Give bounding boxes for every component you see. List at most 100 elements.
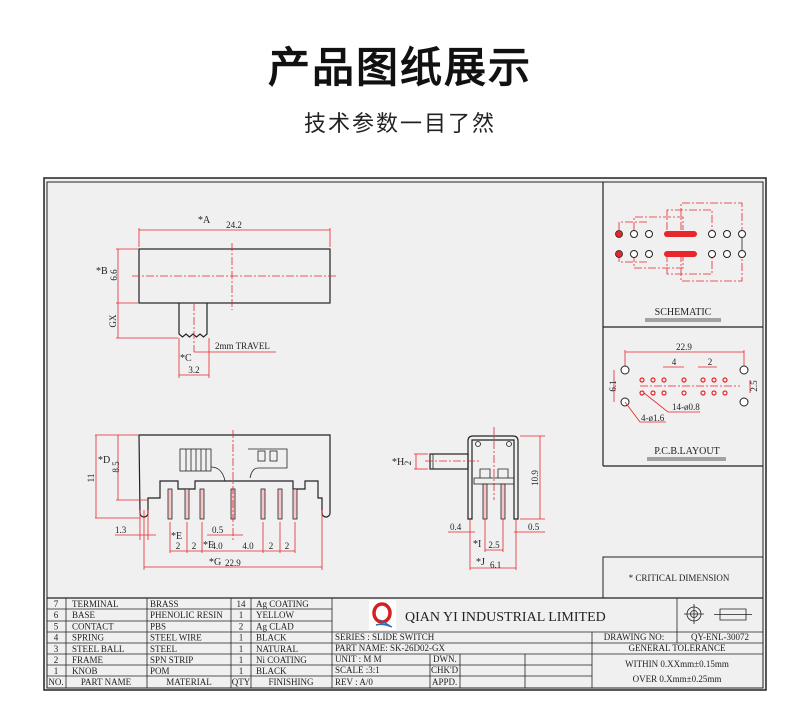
bom-cell: Ag CLAD bbox=[256, 621, 294, 631]
bom-cell: SPRING bbox=[72, 633, 105, 643]
terminal-pins bbox=[167, 488, 298, 520]
revision: REV : A/0 bbox=[335, 677, 373, 687]
dim-height-11: 11 bbox=[86, 474, 96, 483]
dim-c-value: 3.2 bbox=[188, 365, 199, 375]
schematic-terminals bbox=[615, 230, 746, 258]
critical-dimension-note: * CRITICAL DIMENSION bbox=[629, 573, 730, 583]
bom-header-qty: QTY bbox=[232, 677, 251, 687]
bom-cell: 1 bbox=[239, 644, 244, 654]
bom-cell: CONTACT bbox=[72, 621, 114, 631]
dim-g-label: *G bbox=[209, 557, 221, 568]
appd-label: APPD. bbox=[432, 677, 457, 687]
dim-a-value: 24.2 bbox=[226, 220, 242, 230]
dim-leg-width: 1.3 bbox=[115, 525, 127, 535]
pcb-height: 6.1 bbox=[608, 380, 618, 391]
bom-cell: STEEL WIRE bbox=[150, 633, 202, 643]
title-block: QIAN YI INDUSTRIAL LIMITED SERIES : SLID… bbox=[335, 598, 752, 688]
bom-cell: NATURAL bbox=[256, 644, 298, 654]
dim-d-label: *D bbox=[98, 455, 110, 466]
pcb-pitch-4: 4 bbox=[672, 357, 677, 367]
schematic-label: SCHEMATIC bbox=[655, 307, 712, 318]
bom-cell: KNOB bbox=[72, 666, 98, 676]
pcb-width: 22.9 bbox=[676, 342, 692, 352]
company-name: QIAN YI INDUSTRIAL LIMITED bbox=[405, 610, 606, 625]
dwn-label: DWN. bbox=[433, 654, 457, 664]
bom-cell: Ni COATING bbox=[256, 655, 307, 665]
bom-cell: STEEL BALL bbox=[72, 644, 124, 654]
part-name: PART NAME: SK-26D02-GX bbox=[335, 643, 445, 653]
bom-cell: SPN STRIP bbox=[150, 655, 193, 665]
bom-cell: POM bbox=[150, 666, 170, 676]
dim-right-thickness: 0.5 bbox=[528, 522, 540, 532]
dim-pitch-4b: 4.0 bbox=[242, 541, 254, 551]
company-logo bbox=[369, 600, 396, 630]
bom-cell: TERMINAL bbox=[72, 599, 119, 609]
dim-side-height: 10.9 bbox=[530, 470, 540, 486]
dim-pitch-4a: 4.0 bbox=[211, 541, 223, 551]
dim-gx: GX bbox=[108, 314, 118, 327]
general-tolerance: GENERAL TOLERANCE bbox=[628, 643, 726, 653]
bom-cell: 5 bbox=[54, 621, 59, 631]
pcb-layout-label: P.C.B.LAYOUT bbox=[654, 446, 719, 457]
bom-cell: STEEL bbox=[150, 644, 177, 654]
dim-j-label: *J bbox=[476, 557, 485, 568]
pcb-pitch-2: 2 bbox=[708, 357, 713, 367]
bom-header-no: NO. bbox=[48, 677, 63, 687]
dim-h-label: *H bbox=[392, 457, 404, 468]
sheet-frame bbox=[43, 177, 767, 691]
bom-row: 2 FRAME SPN STRIP 1 Ni COATING bbox=[54, 655, 307, 665]
bom-cell: 1 bbox=[239, 666, 244, 676]
bom-cell: 6 bbox=[54, 610, 59, 620]
bom-cell: Ag COATING bbox=[256, 599, 309, 609]
bom-header-material: MATERIAL bbox=[166, 677, 212, 687]
dim-e-label: *E bbox=[171, 531, 182, 542]
dim-a-label: *A bbox=[198, 215, 211, 226]
dim-left-thickness: 0.4 bbox=[450, 522, 462, 532]
dim-f-label: *F bbox=[203, 540, 214, 551]
bom-cell: PBS bbox=[150, 621, 166, 631]
bom-cell: YELLOW bbox=[256, 610, 294, 620]
bom-cell: 2 bbox=[239, 621, 244, 631]
scale: SCALE :3:1 bbox=[335, 665, 380, 675]
bom-cell: 2 bbox=[54, 655, 59, 665]
dim-pitch-2b: 2 bbox=[192, 541, 197, 551]
dim-b-value: 6.6 bbox=[109, 269, 119, 281]
dim-d-value: 8.5 bbox=[111, 461, 121, 473]
drawing-no: QY-ENL-30072 bbox=[691, 632, 749, 642]
bom-cell: 3 bbox=[54, 644, 59, 654]
unit: UNIT : M M bbox=[335, 654, 382, 664]
schematic-panel: SCHEMATIC bbox=[602, 182, 763, 467]
tolerance-within: WITHIN 0.XXmm±0.15mm bbox=[625, 659, 729, 669]
front-view: 11 *D 8.5 1.3 0.5 *E *F 2 2 4.0 4.0 2 2 … bbox=[86, 430, 331, 570]
bom-cell: BLACK bbox=[256, 633, 287, 643]
bom-cell: 1 bbox=[239, 633, 244, 643]
top-view: *A 24.2 *B 6.6 GX 2mm TRAVEL *C 3.2 bbox=[96, 215, 336, 378]
pcb-small-holes: 14-ø0.8 bbox=[672, 402, 700, 412]
bom-row: 1 KNOB POM 1 BLACK bbox=[54, 666, 287, 676]
dim-pitch-2a: 2 bbox=[176, 541, 181, 551]
dim-j-value: 6.1 bbox=[490, 560, 501, 570]
knob bbox=[178, 303, 208, 338]
dim-i-value: 2.5 bbox=[488, 540, 500, 550]
bom-cell: BRASS bbox=[150, 599, 179, 609]
bom-cell: PHENOLIC RESIN bbox=[150, 610, 223, 620]
dim-h-value: 2 bbox=[403, 461, 413, 466]
pcb-big-holes: 4-ø1.6 bbox=[641, 413, 665, 423]
chkd-label: CHK'D bbox=[431, 665, 459, 675]
bom-cell: FRAME bbox=[72, 655, 104, 665]
dim-pitch-2d: 2 bbox=[285, 541, 290, 551]
bom-cell: BLACK bbox=[256, 666, 287, 676]
bom-cell: BASE bbox=[72, 610, 96, 620]
bom-cell: 1 bbox=[239, 655, 244, 665]
bom-row: 3 STEEL BALL STEEL 1 NATURAL bbox=[54, 644, 298, 654]
dim-i-label: *I bbox=[473, 539, 481, 550]
side-view: *H 2 10.9 0.4 0.5 *I 2.5 *J 6.1 bbox=[392, 427, 545, 570]
bom-cell: 1 bbox=[54, 666, 59, 676]
projection-symbol-icon bbox=[684, 604, 752, 624]
dim-pitch-2c: 2 bbox=[269, 541, 274, 551]
bom-cell: 14 bbox=[237, 599, 247, 609]
bom-header-finishing: FINISHING bbox=[269, 677, 315, 687]
